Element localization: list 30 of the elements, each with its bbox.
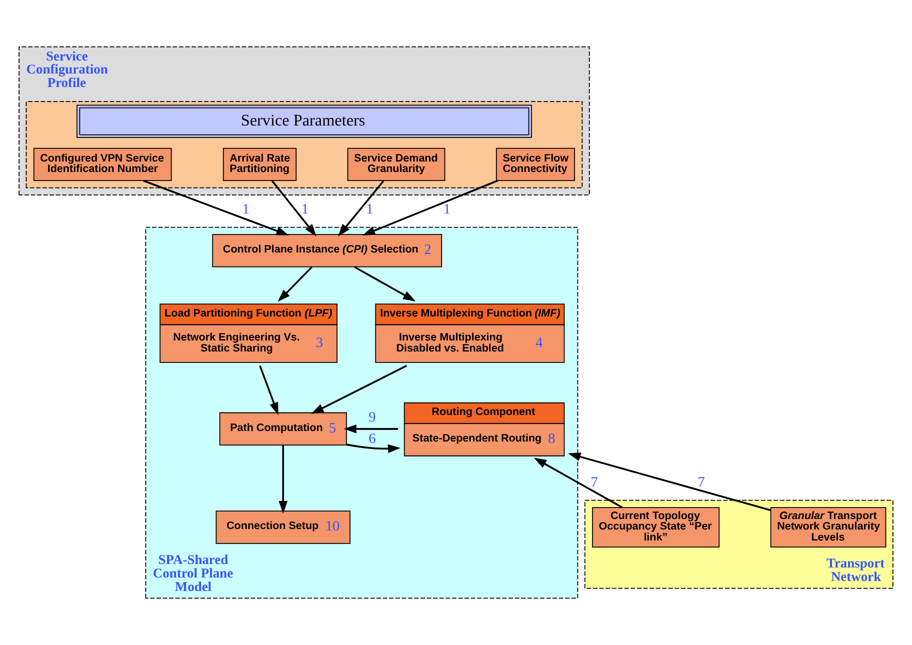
arrow bbox=[278, 266, 313, 302]
node-box: Configured VPN Service Identification Number bbox=[33, 148, 172, 182]
edge-label: 1 bbox=[302, 202, 309, 218]
edge-label: 1 bbox=[242, 202, 250, 218]
edge-label: 1 bbox=[366, 202, 374, 218]
node-box: Current Topology Occupancy State “Per link” bbox=[592, 507, 720, 548]
arrow bbox=[344, 424, 398, 434]
arrow bbox=[354, 266, 416, 302]
edge-label: 1 bbox=[443, 202, 451, 218]
arrow bbox=[534, 458, 623, 508]
arrow bbox=[346, 444, 401, 454]
arrow bbox=[271, 180, 317, 236]
node-box: Service Demand Granularity bbox=[347, 148, 446, 182]
edge-label: 7 bbox=[698, 474, 705, 491]
node-box: Path Computation 5 bbox=[219, 412, 347, 446]
arrow bbox=[362, 180, 498, 236]
arrow bbox=[142, 180, 289, 236]
arrow bbox=[278, 445, 288, 514]
node-box: Connection Setup 10 bbox=[216, 510, 350, 544]
arrow bbox=[568, 452, 772, 512]
node-box: Granular Transport Network Granularity Levels bbox=[770, 507, 886, 548]
edge-label: 9 bbox=[368, 410, 376, 426]
node-box: Service Flow Connectivity bbox=[496, 148, 575, 182]
edge-label: 6 bbox=[368, 431, 376, 448]
node-box: Control Plane Instance (CPI) Selection 2 bbox=[212, 234, 442, 268]
arrow bbox=[311, 364, 408, 414]
arrow bbox=[259, 365, 278, 416]
arrow bbox=[338, 180, 384, 236]
node-box: Arrival Rate Partitioning bbox=[222, 148, 297, 182]
edge-label: 7 bbox=[590, 474, 598, 491]
